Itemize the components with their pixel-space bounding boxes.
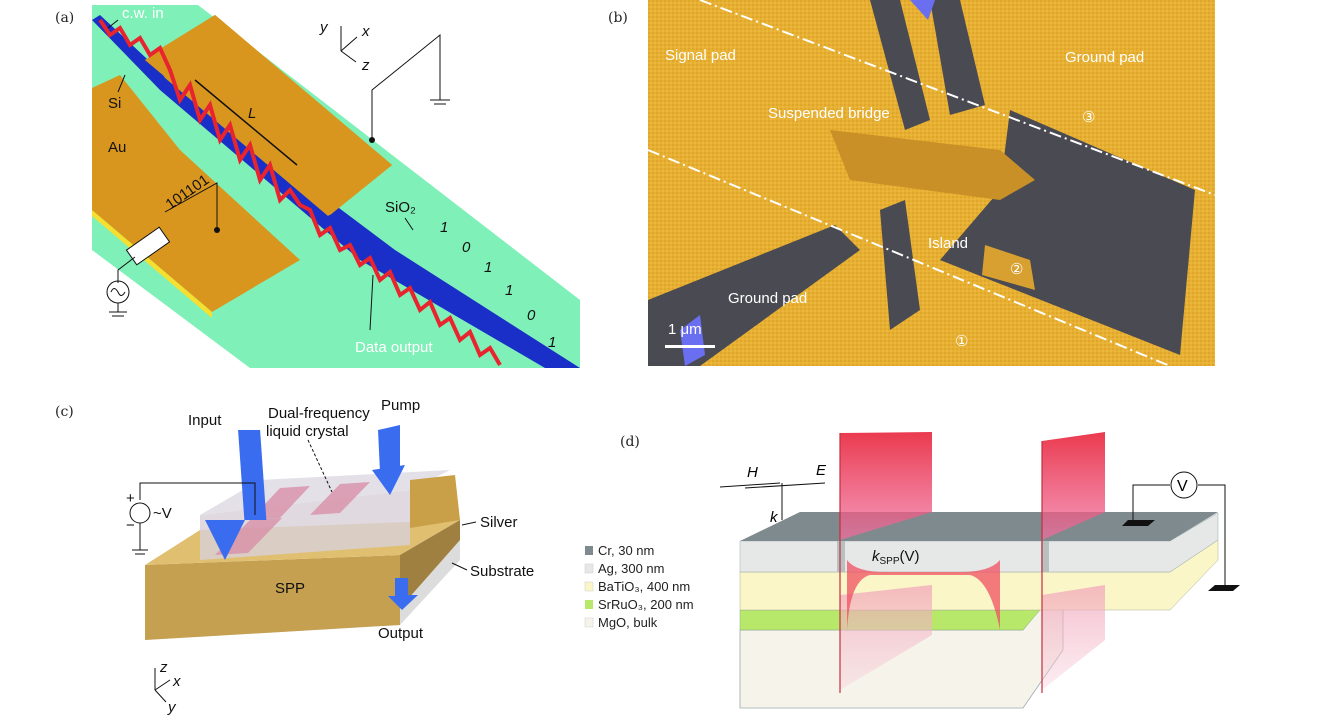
scale-bar-label: 1 μm [668,321,702,338]
svg-text:0: 0 [527,307,536,324]
voltmeter-icon [1170,471,1198,499]
svg-text:y: y [167,699,177,716]
panel-c-label: (c) [55,404,74,420]
axes-icon-c: z x y [154,659,181,716]
output-arrow [388,578,418,610]
svg-text:1: 1 [505,282,513,299]
spp-field [847,560,1000,630]
axes-icon: y x z [319,19,370,74]
suspended-bridge-label: Suspended bridge [768,105,890,122]
cw-in-label: c.w. in [122,5,164,22]
ground-pad-top-label: Ground pad [1065,49,1144,66]
svg-text:H: H [747,464,758,481]
panel-a-label: (a) [55,10,74,26]
plus-sign: + [126,490,135,507]
svg-text:z: z [361,57,370,74]
sio2-label: SiO₂ [385,199,416,216]
suspended-bridge [830,130,1035,200]
modulator-box [125,226,171,266]
data-output-label: Data output [355,339,433,356]
panel-c: (c) + − ~V Input Pump Dual-frequency liq… [55,397,534,716]
svg-text:1: 1 [440,219,448,236]
legend-mgo: MgO, bulk [598,615,658,630]
output-label: Output [378,625,424,642]
svg-text:x: x [361,23,370,40]
minus-sign: − [126,517,135,534]
source-label: ~V [153,505,172,522]
input-arrow [238,430,267,520]
voltmeter-label: V [1177,478,1188,495]
optical-wave [98,18,502,367]
au-label: Au [108,139,126,156]
kspp-label: kSPP(V) [872,548,920,567]
panel-a: (a) c.w. in Si Au L SiO₂ 101101 y x [55,5,580,368]
output-bits: 1 0 1 1 0 1 [440,219,556,351]
svg-text:0: 0 [462,239,471,256]
pump-arrow [378,425,400,472]
panel-d-label: (d) [620,434,640,450]
lc-label-1: Dual-frequency [268,405,370,422]
island-label: Island [928,235,968,252]
field-axes-icon: H E k [719,462,827,526]
scale-bar [665,345,715,348]
cr-layer [740,512,1218,541]
legend: Cr, 30 nm Ag, 300 nm BaTiO₃, 400 nm SrRu… [584,543,694,630]
legend-cr: Cr, 30 nm [598,543,654,558]
input-label: Input [188,412,222,429]
si-label: Si [108,95,121,112]
lc-label-2: liquid crystal [266,423,349,440]
panel-b: (b) Signal pad Ground pad Suspended brid… [608,0,1216,367]
length-label: L [248,105,256,122]
panel-b-label: (b) [608,10,628,26]
spp-label: SPP [275,580,305,597]
ground-pad-bottom-label: Ground pad [728,290,807,307]
pump-label: Pump [381,397,420,414]
silver-label: Silver [480,514,518,531]
marker-2: ② [1010,261,1023,278]
legend-ag: Ag, 300 nm [598,561,665,576]
svg-text:1: 1 [484,259,492,276]
marker-1: ① [955,333,968,350]
panel-d: (d) Cr, 30 nm Ag, 300 nm BaTiO₃, 400 nm … [584,432,1240,709]
svg-text:x: x [172,673,181,690]
svg-text:k: k [770,509,779,526]
substrate-label: Substrate [470,563,534,580]
legend-batio3: BaTiO₃, 400 nm [598,579,690,594]
legend-srruo3: SrRuO₃, 200 nm [598,597,694,612]
signal-pad-label: Signal pad [665,47,736,64]
marker-3: ③ [1082,109,1095,126]
svg-text:1: 1 [548,334,556,351]
length-arrow [194,79,298,166]
svg-text:y: y [319,19,329,36]
svg-text:z: z [159,659,168,676]
svg-text:E: E [816,462,827,479]
